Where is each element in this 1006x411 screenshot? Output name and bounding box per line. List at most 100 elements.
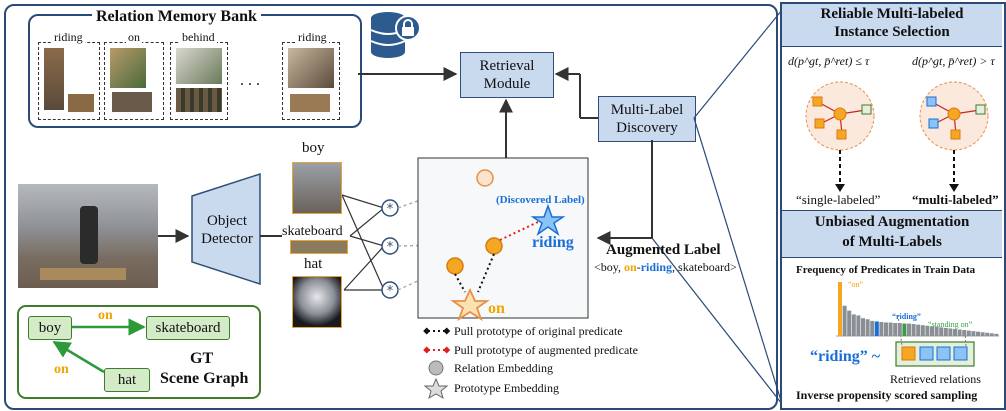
memory-thumb: [68, 94, 94, 112]
freq-bar: [911, 324, 916, 336]
riding-sim-text: “riding” ~: [810, 348, 881, 365]
freq-bar: [884, 322, 888, 336]
crop-skateboard: [290, 240, 348, 254]
sg-title-1: GT: [190, 350, 214, 367]
freq-bar: [985, 332, 990, 336]
freq-bar: [847, 310, 852, 336]
freq-bar: [874, 321, 879, 336]
freq-chart-title: Frequency of Predicates in Train Data: [796, 264, 976, 276]
freq-bar: [957, 329, 962, 336]
legend-prototype-embedding: Prototype Embedding: [454, 381, 559, 395]
freq-bar: [971, 331, 976, 336]
freq-bar: [916, 324, 921, 336]
multi-labeled-text: “multi-labeled”: [912, 192, 999, 207]
freq-bar: [893, 323, 898, 336]
freq-bar: [948, 328, 953, 336]
freq-bar: [930, 326, 934, 336]
sg-edge-on-2: on: [54, 362, 69, 377]
freq-standing-tag: “standing on”: [928, 320, 973, 329]
retrieval-module: Retrieval Module: [460, 52, 554, 98]
freq-bar: [865, 319, 870, 336]
memory-slot-label: riding: [52, 30, 85, 45]
freq-bar: [953, 328, 957, 336]
freq-bar: [879, 321, 884, 336]
section1-title-1: Reliable Multi-labeled: [820, 6, 964, 22]
freq-bar: [920, 325, 925, 336]
embedding-space-box: [417, 157, 589, 319]
svg-text:*: *: [387, 240, 394, 255]
freq-bar: [934, 326, 939, 336]
condition-left: d(p^gt, p̄^ret) ≤ τ: [788, 54, 870, 68]
freq-bar: [838, 282, 842, 336]
freq-bar: [976, 331, 980, 336]
sg-node-skateboard: skateboard: [146, 316, 230, 340]
legend-relation-embedding: Relation Embedding: [454, 361, 553, 375]
crop-boy: [292, 162, 342, 214]
freq-bar: [897, 323, 902, 336]
memory-ellipsis: . . .: [240, 72, 260, 89]
ips-sampling-text: Inverse propensity scored sampling: [796, 388, 978, 402]
sg-node-boy: boy: [28, 316, 72, 340]
freq-bar: [943, 327, 948, 336]
freq-bar: [902, 323, 907, 336]
svg-text:*: *: [387, 284, 394, 299]
freq-bar: [994, 333, 999, 336]
freq-bar: [907, 323, 911, 336]
legend-pull-augmented: Pull prototype of augmented predicate: [454, 343, 638, 357]
on-prototype-star: [450, 287, 490, 322]
database-icon: [368, 8, 422, 62]
augmented-prefix: <boy,: [594, 260, 624, 274]
augmented-label-title: Augmented Label: [606, 242, 721, 258]
freq-bar: [925, 325, 930, 336]
on-label: on: [488, 300, 505, 317]
memory-thumb: [176, 88, 222, 112]
freq-bar: [861, 318, 865, 336]
sg-edge-on-1: on: [98, 308, 113, 323]
section2-header: [782, 210, 1002, 258]
sg-title-2: Scene Graph: [160, 370, 249, 387]
discovered-label-text: (Discovered Label): [496, 194, 585, 206]
retrieved-relations-text: Retrieved relations: [890, 372, 981, 386]
section2-title-1: Unbiased Augmentation: [814, 214, 970, 230]
crop-label-skateboard: skateboard: [282, 224, 343, 240]
object-detector-shape: [191, 172, 261, 286]
freq-on-tag: “on”: [848, 280, 864, 289]
augmented-label-tuple: <boy, on-riding, skateboard>: [594, 260, 737, 275]
section1-title-2: Instance Selection: [834, 24, 950, 40]
augmented-on: on: [624, 260, 637, 274]
object-detector-label: Object Detector: [201, 213, 253, 247]
single-labeled-text: “single-labeled”: [796, 192, 881, 207]
memory-thumb: [176, 48, 222, 84]
augmented-dash: -: [636, 260, 641, 274]
augmented-suffix: , skateboard>: [672, 260, 737, 274]
condition-right: d(p^gt, p̄^ret) > τ: [912, 54, 995, 68]
input-image: [18, 184, 158, 288]
memory-thumb: [290, 94, 330, 112]
section1-header: [782, 4, 1002, 47]
freq-riding-tag: “riding”: [892, 312, 921, 321]
freq-bar: [842, 305, 847, 336]
memory-slot-label: behind: [180, 30, 217, 45]
memory-bank-title: Relation Memory Bank: [92, 8, 261, 26]
legend-pull-original: Pull prototype of original predicate: [454, 324, 623, 338]
freq-bar: [870, 320, 875, 336]
augmented-riding: riding: [640, 260, 673, 274]
freq-bar: [888, 322, 893, 336]
memory-thumb: [288, 48, 334, 88]
freq-bar: [980, 332, 985, 336]
input-image-board: [40, 268, 126, 280]
freq-bar: [939, 327, 944, 336]
riding-label: riding: [532, 234, 574, 251]
memory-slot-label: on: [126, 30, 142, 45]
sg-node-hat: hat: [104, 368, 150, 392]
combiner-nodes: * * *: [381, 199, 399, 299]
memory-slot-label: riding: [296, 30, 329, 45]
freq-bar: [851, 314, 856, 336]
memory-thumb: [44, 48, 64, 110]
main-panel: [4, 4, 778, 410]
input-image-figure: [80, 206, 98, 264]
crop-label-hat: hat: [304, 256, 323, 272]
memory-thumb: [112, 92, 152, 112]
